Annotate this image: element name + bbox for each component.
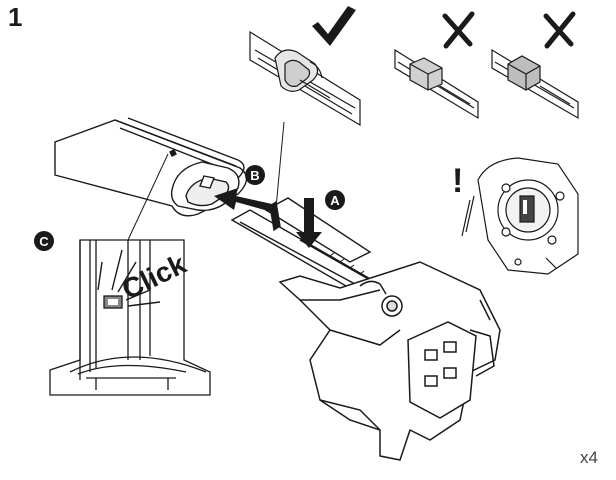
check-icon <box>312 6 356 46</box>
foot-body <box>278 261 501 461</box>
label-a: A <box>325 190 345 210</box>
label-b-text: B <box>250 168 259 183</box>
label-c: C <box>34 231 54 251</box>
arrow-left <box>214 188 272 212</box>
detail-click <box>49 239 211 396</box>
click-burst <box>97 249 161 307</box>
detail-wrong-1 <box>394 48 479 120</box>
arrow-down <box>296 198 322 248</box>
leader-lines <box>127 121 285 241</box>
detail-warning <box>477 157 579 275</box>
warning-lines <box>461 195 475 237</box>
x-icon <box>442 11 475 49</box>
x-icon <box>543 11 576 49</box>
step-number: 1 <box>8 2 23 32</box>
label-c-text: C <box>39 234 49 249</box>
warning-mark: ! <box>452 162 463 200</box>
label-a-text: A <box>330 193 340 208</box>
detail-wrong-2 <box>491 48 579 120</box>
quantity-label: x4 <box>580 448 598 467</box>
detail-correct <box>249 30 361 127</box>
label-b: B <box>245 165 265 185</box>
roof-bar <box>54 117 248 217</box>
